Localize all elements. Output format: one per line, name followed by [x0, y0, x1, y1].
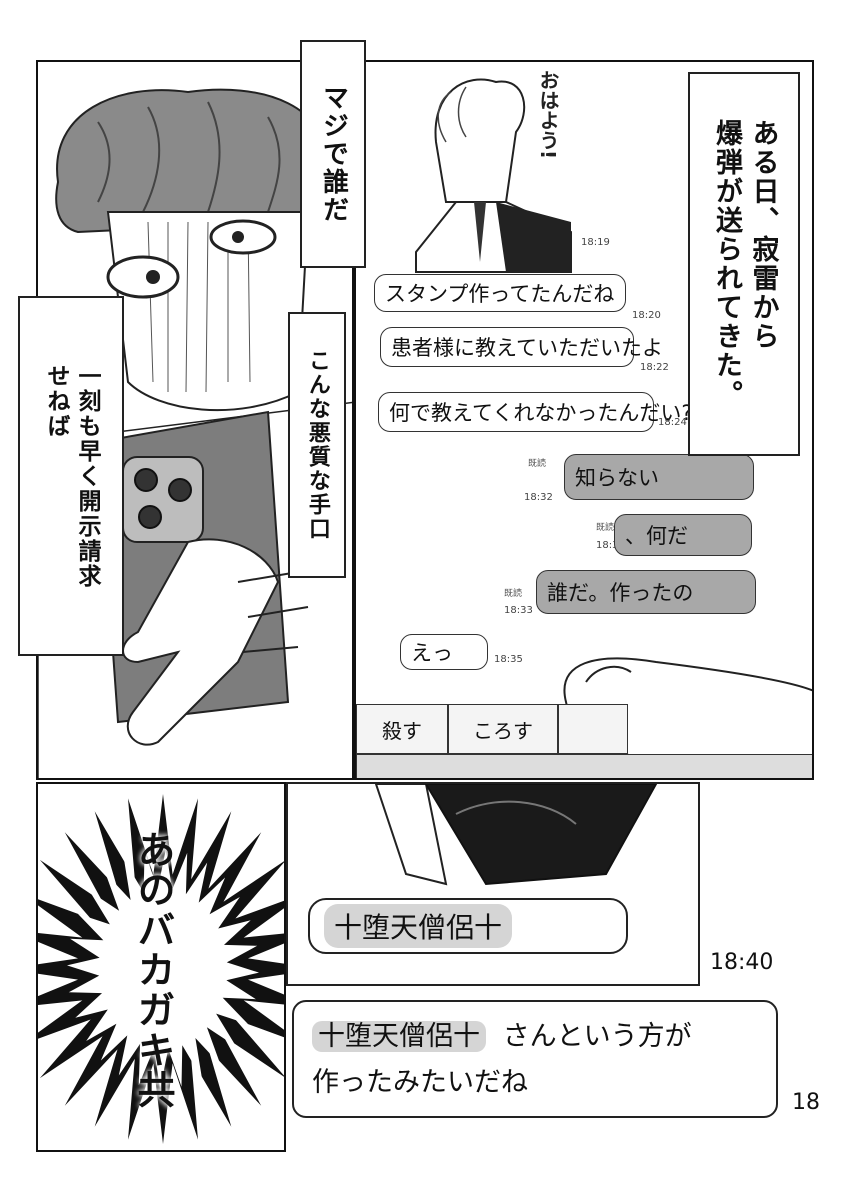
keyboard-suggestion-kill[interactable]: 殺す	[356, 704, 448, 754]
message-bubble-7: えっ	[400, 634, 488, 670]
sticker-time: 18:19	[581, 237, 610, 248]
name-bubble: 十堕天僧侶十	[308, 898, 628, 954]
jakurai-suit-closeup	[374, 784, 658, 886]
message-bubble-2: 患者様に教えていただいたよ	[380, 327, 663, 367]
message-bubble-6: 誰だ。作ったの	[536, 570, 756, 614]
reply-line-2: 作ったみたいだね	[312, 1066, 528, 1098]
message-time-4: 18:32	[524, 492, 553, 503]
message-time-7: 18:35	[494, 654, 523, 665]
keyboard-row-2[interactable]	[356, 754, 812, 778]
message-time-6: 18:33	[504, 605, 533, 616]
message-time-1: 18:20	[632, 310, 661, 321]
narration-intro: ある日、寂雷から 爆弾が送られてきた。	[688, 72, 800, 456]
read-label-5: 既読	[596, 523, 615, 533]
sticker-greeting: おはよう!	[536, 70, 560, 160]
message-time-3: 18:24	[658, 417, 687, 428]
shout-text: あのバカガキ共	[131, 830, 175, 1110]
narration-who: マジで誰だ	[300, 40, 366, 268]
speed-burst-illustration	[38, 794, 284, 1144]
page-number: 18	[792, 1090, 820, 1115]
message-bubble-4: 知らない	[564, 454, 754, 500]
message-bubble-1: スタンプ作ってたんだね	[374, 274, 626, 312]
reply-rest-1: さんという方が	[502, 1021, 692, 1052]
message-time-5: 18:32	[596, 540, 625, 551]
reply-name-highlight: 十堕天僧侶十	[312, 1021, 486, 1052]
narration-malicious: こんな悪質な手口	[288, 312, 346, 578]
read-label-4: 既読	[528, 459, 547, 469]
reply-bubble: 十堕天僧侶十 さんという方が 作ったみたいだね	[292, 1000, 778, 1118]
keyboard-key-blank[interactable]	[558, 704, 628, 754]
panel-bottom-chat: 十堕天僧侶十 18:40 十堕天僧侶十 さんという方が 作ったみたいだね	[286, 782, 812, 1152]
message-bubble-3: 何で教えてくれなかったんだい?	[378, 392, 692, 432]
read-label-6: 既読	[504, 589, 523, 599]
narration-disclosure: 一刻も早く開示請求 せねば	[18, 296, 124, 656]
panel-shout	[36, 782, 286, 1152]
reply-line-1: 十堕天僧侶十 さんという方が	[312, 1014, 758, 1060]
message-bubble-5: 、何だ	[614, 514, 752, 556]
bottom-time: 18:40	[710, 950, 774, 975]
name-bubble-text: 十堕天僧侶十	[324, 904, 513, 948]
keyboard-suggestion-korosu[interactable]: ころす	[448, 704, 558, 754]
message-time-2: 18:22	[640, 362, 669, 373]
